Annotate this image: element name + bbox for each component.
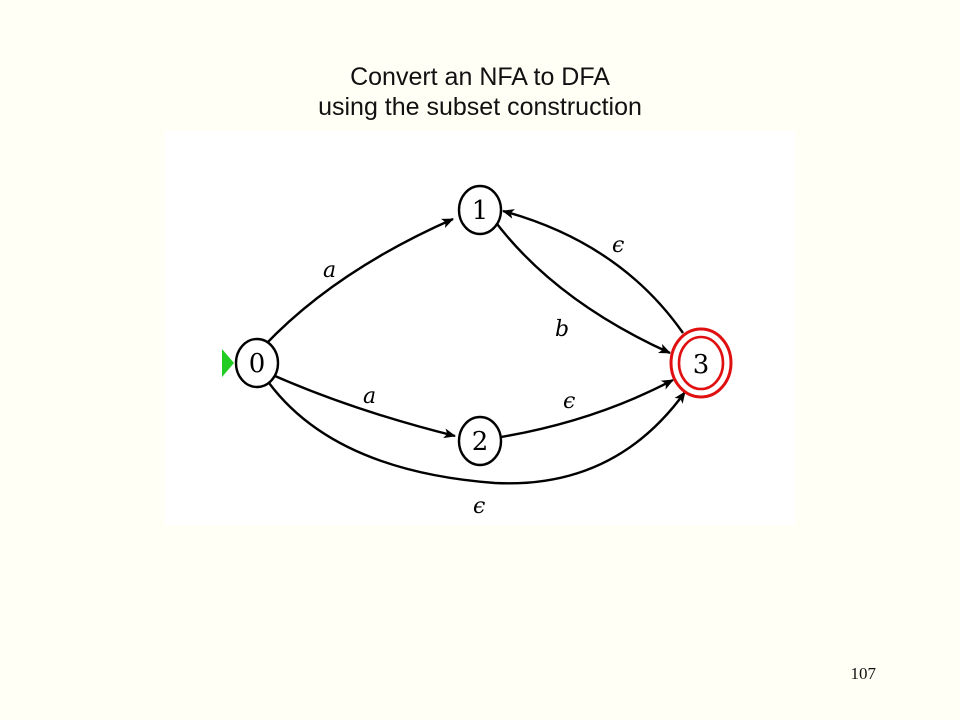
edge-2-3 <box>500 378 674 439</box>
edge-label-2-3: ϵ <box>563 389 575 414</box>
state-1-label: 1 <box>472 196 489 226</box>
edge-1-3 <box>493 219 671 355</box>
edge-0-3 <box>268 382 686 485</box>
state-1: 1 <box>457 184 503 236</box>
title-line-1: Convert an NFA to DFA <box>350 63 610 91</box>
page-number: 107 <box>850 664 877 683</box>
nfa-diagram-canvas: a a ϵ b ϵ ϵ 0 1 2 3 <box>222 184 733 519</box>
edge-label-3-1: ϵ <box>612 233 624 258</box>
state-0-label: 0 <box>249 349 266 379</box>
slide-title: Convert an NFA to DFA using the subset c… <box>0 62 960 122</box>
state-0: 0 <box>234 337 280 389</box>
edge-label-0-2: a <box>363 384 376 409</box>
state-2: 2 <box>457 415 503 467</box>
edge-0-2 <box>274 374 456 439</box>
edge-label-0-1: a <box>323 258 336 283</box>
state-3-label: 3 <box>693 350 710 380</box>
nfa-diagram: a a ϵ b ϵ ϵ 0 1 2 3 <box>165 131 795 525</box>
edge-label-0-3: ϵ <box>473 494 485 519</box>
state-3-accepting: 3 <box>669 327 733 399</box>
edge-3-1 <box>502 209 684 334</box>
edge-0-1 <box>263 217 454 347</box>
state-2-label: 2 <box>472 427 489 457</box>
edge-label-1-3: b <box>555 317 569 342</box>
title-line-2: using the subset construction <box>318 93 642 121</box>
start-state-marker <box>222 349 234 377</box>
